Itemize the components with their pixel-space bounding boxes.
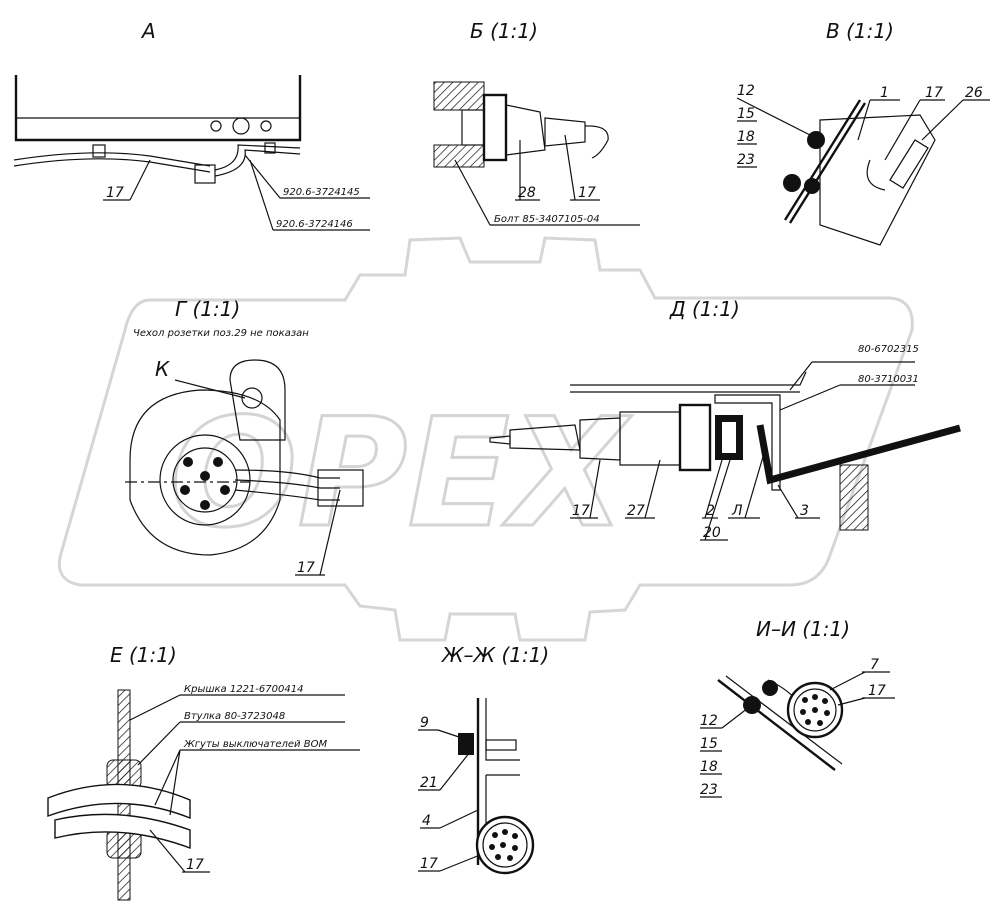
view-b-label-17: 17 [578,185,596,201]
view-a-part-1: 920.6-3724145 [283,187,360,198]
view-i-label-15: 15 [700,736,718,752]
view-i-label-12: 12 [700,713,718,729]
view-e-title: Е (1:1) [110,643,177,667]
view-zh-label-9: 9 [420,715,429,731]
socket-face [159,434,251,526]
bracket-strip [717,679,836,771]
view-v: В (1:1) 12 15 18 23 1 17 26 [736,19,990,246]
view-zh-label-21: 21 [420,775,438,791]
mounting-bracket [714,394,781,491]
sleeve-top [106,759,142,789]
view-i: И–И (1:1) 7 17 12 15 18 23 [700,617,895,798]
view-i-title: И–И (1:1) [756,617,850,641]
view-v-label-18: 18 [737,129,755,145]
view-e-sleeve-label: Втулка 80-3723048 [184,711,285,722]
view-zh-label-17: 17 [420,856,438,872]
view-d-label-3: 3 [800,503,809,519]
watermark: OPEX [57,236,914,642]
view-d-label-17: 17 [572,503,590,519]
view-a-label-17: 17 [106,185,124,201]
view-d: Д (1:1) 80-6702315 80-3710031 17 27 2 20… [489,297,961,541]
view-d-label-20: 20 [703,525,721,541]
view-g: Г (1:1) Чехол розетки поз.29 не показан … [125,297,364,576]
view-a: А 17 920.6-3724145 920.6-3724146 [13,19,370,231]
view-d-title: Д (1:1) [669,297,740,321]
view-v-label-12: 12 [737,83,755,99]
view-i-label-7: 7 [870,657,879,673]
view-d-label-L: Л [731,503,743,519]
watermark-gear-outline [57,236,914,642]
view-b: Б (1:1) Болт 85-3407105-04 28 17 [433,19,640,226]
view-g-title: Г (1:1) [175,297,240,321]
watermark-text: OPEX [170,387,632,561]
harness-17-end [317,469,364,507]
harness-17 [13,152,211,167]
view-v-label-15: 15 [737,106,755,122]
view-g-label-K: К [155,357,170,381]
view-v-label-26: 26 [965,85,983,101]
view-e-label-17: 17 [186,857,204,873]
view-b-label-28: 28 [518,185,536,201]
view-d-part-2: 80-3710031 [858,374,919,385]
nut-hex [678,403,712,472]
sensor-body [544,117,586,147]
fastener-9 [458,733,474,755]
view-v-title: В (1:1) [826,19,894,43]
view-zh-label-4: 4 [422,813,431,829]
view-b-title: Б (1:1) [470,19,538,43]
connector-26 [889,139,929,189]
connector [194,164,216,184]
frame-rail [14,75,302,142]
harness-bundle [47,783,191,820]
view-zh: Ж–Ж (1:1) 9 21 4 17 [418,643,549,875]
view-a-title: А [140,19,156,43]
view-g-label-17: 17 [297,560,315,576]
view-v-label-17: 17 [925,85,943,101]
socket-body [129,389,281,556]
clamp-strip [783,99,862,221]
top-panel [570,371,807,386]
view-e-cover-label: Крышка 1221-6700414 [184,684,303,695]
view-v-label-1: 1 [880,85,889,101]
view-a-part-2: 920.6-3724146 [276,219,353,230]
view-b-bolt-label: Болт 85-3407105-04 [494,214,600,225]
view-e-harness-label: Жгуты выключателей ВОМ [183,739,327,750]
view-e: Е (1:1) Крышка 1221-6700414 Втулка 80-37… [47,643,360,901]
bolt-hex [482,93,508,162]
view-d-part-1: 80-6702315 [858,344,919,355]
view-i-label-18: 18 [700,759,718,775]
view-d-label-27: 27 [627,503,645,519]
bracket-plate [819,114,936,246]
view-g-note: Чехол розетки поз.29 не показан [133,328,309,339]
lever-L [756,424,961,485]
view-v-label-23: 23 [737,152,755,168]
view-i-label-17: 17 [868,683,886,699]
view-i-label-23: 23 [700,782,718,798]
view-d-label-2: 2 [706,503,715,519]
view-zh-title: Ж–Ж (1:1) [440,643,549,667]
